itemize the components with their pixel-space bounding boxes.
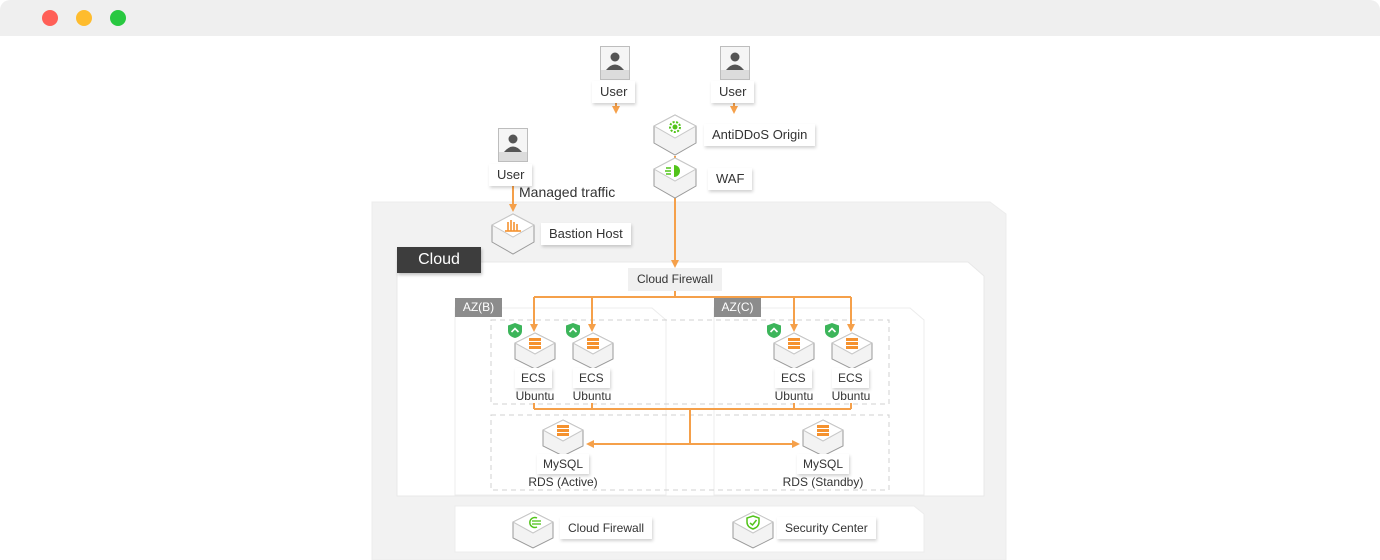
database-icon <box>801 419 845 457</box>
window-minimize-button[interactable] <box>76 10 92 26</box>
user-1-label: User <box>592 81 636 103</box>
user-2-avatar <box>720 46 750 80</box>
security-center-node[interactable] <box>731 510 775 550</box>
az-b-title: AZ(B) <box>455 298 502 317</box>
cloud-firewall-label: Cloud Firewall <box>560 517 653 539</box>
shield-icon <box>566 323 580 338</box>
server-icon <box>830 332 874 370</box>
window-titlebar <box>0 0 1380 36</box>
user-icon <box>504 134 522 152</box>
antiddos-label: AntiDDoS Origin <box>704 124 816 146</box>
waf-icon <box>652 157 698 199</box>
window-maximize-button[interactable] <box>110 10 126 26</box>
server-icon <box>571 332 615 370</box>
ecs-node-b2[interactable] <box>571 331 615 371</box>
user-1-avatar <box>600 46 630 80</box>
rds-standby-node[interactable] <box>801 418 845 458</box>
ecs-c1-os: Ubuntu <box>774 389 814 403</box>
shield-icon <box>767 323 781 338</box>
ecs-b1-name: ECS <box>515 368 552 388</box>
shield-icon <box>508 323 522 338</box>
user-2-label: User <box>711 81 755 103</box>
database-icon <box>541 419 585 457</box>
user-icon <box>726 52 744 70</box>
ecs-c2-name: ECS <box>832 368 869 388</box>
rds-standby-name: MySQL <box>797 454 850 474</box>
ecs-node-b1[interactable] <box>513 331 557 371</box>
ecs-b2-name: ECS <box>573 368 610 388</box>
antiddos-node[interactable] <box>652 113 698 157</box>
ecs-c1-name: ECS <box>775 368 812 388</box>
server-icon <box>513 332 557 370</box>
waf-label: WAF <box>708 168 753 190</box>
bastion-icon <box>490 213 536 255</box>
security-center-icon <box>731 511 775 549</box>
rds-standby-role: RDS (Standby) <box>782 475 864 489</box>
user-3-avatar <box>498 128 528 162</box>
rds-active-role: RDS (Active) <box>528 475 598 489</box>
server-icon <box>772 332 816 370</box>
rds-active-name: MySQL <box>537 454 590 474</box>
ecs-group-dashed <box>490 319 890 405</box>
cloud-firewall-node[interactable] <box>511 510 555 550</box>
ecs-node-c2[interactable] <box>830 331 874 371</box>
cloud-firewall-icon <box>511 511 555 549</box>
user-3-label: User <box>489 164 533 186</box>
shield-icon <box>825 323 839 338</box>
managed-traffic-label: Managed traffic <box>519 184 616 200</box>
user-icon <box>606 52 624 70</box>
rds-active-node[interactable] <box>541 418 585 458</box>
bastion-node[interactable] <box>490 212 536 256</box>
connectors <box>509 102 855 448</box>
ecs-node-c1[interactable] <box>772 331 816 371</box>
ecs-b2-os: Ubuntu <box>572 389 612 403</box>
cloud-firewall-entry[interactable]: Cloud Firewall <box>628 268 722 291</box>
window-close-button[interactable] <box>42 10 58 26</box>
ecs-c2-os: Ubuntu <box>831 389 871 403</box>
security-center-label: Security Center <box>777 517 876 539</box>
cloud-title: Cloud <box>397 247 481 273</box>
bastion-label: Bastion Host <box>541 223 631 245</box>
waf-node[interactable] <box>652 156 698 200</box>
antiddos-icon <box>652 114 698 156</box>
az-c-title: AZ(C) <box>714 298 761 317</box>
ecs-b1-os: Ubuntu <box>515 389 555 403</box>
